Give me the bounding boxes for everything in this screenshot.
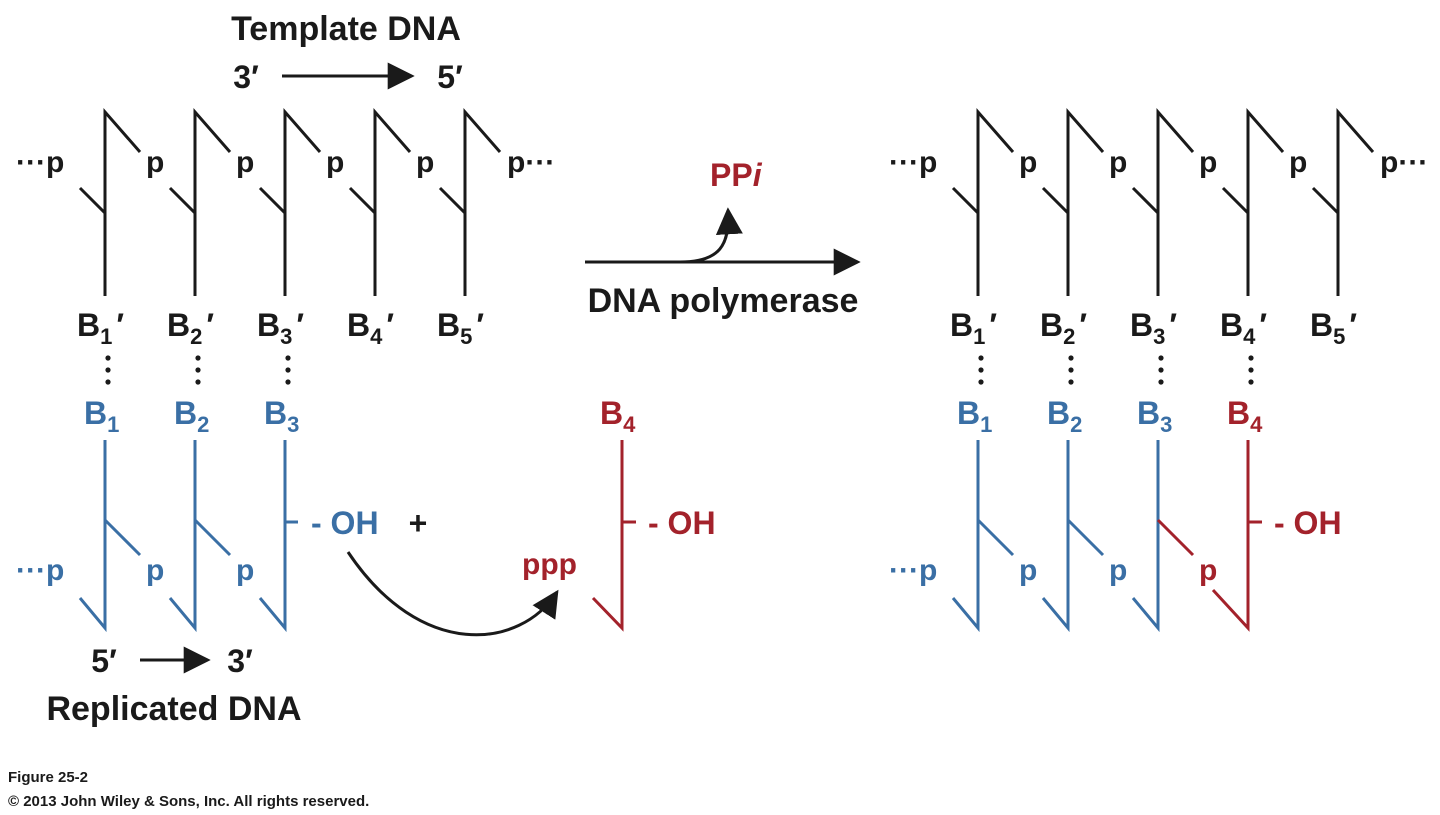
incoming-base-label: B4 [600,395,636,437]
added-nucleotide-backbone [1211,440,1250,632]
primer-nucleotide-backbone [258,440,287,633]
replicated-phosphates-right: ···p p p p - OH [889,505,1342,587]
template-base-label: B5′ [437,307,484,349]
template-phosphate: p [1019,146,1037,179]
replicated-bases-left: B1 B2 B3 [84,395,299,437]
template-base-label: B3′ [257,307,304,349]
copyright-notice: © 2013 John Wiley & Sons, Inc. All right… [8,793,369,810]
template-base-label: B2′ [1040,307,1087,349]
template-nucleotide-backbone [1041,108,1105,217]
replicated-direction-start: 5′ [91,643,117,679]
incoming-nucleotide [591,440,636,632]
primer-phosphate: p [236,554,254,587]
primer-base-label: B1 [957,395,992,437]
template-nucleotide-backbone [1131,108,1195,217]
primer-3prime-oh: - OH [311,505,379,541]
template-nucleotide-backbone [258,108,322,217]
template-strand-left [78,108,502,296]
template-phosphates-right: ···p p p p p p··· [889,146,1428,179]
primer-phosphate: p [1019,554,1037,587]
primer-base-label: B3 [264,395,299,437]
template-nucleotide-backbone [168,108,232,217]
nucleophilic-attack-arrow [346,551,559,637]
incoming-triphosphate: ppp [522,548,577,581]
template-bases-left: B1′ B2′ B3′ B4′ B5′ [77,307,484,349]
primer-left-end: ···p [16,554,64,587]
primer-nucleotide-backbone [951,440,980,633]
template-direction-end: 5′ [437,59,463,95]
added-3prime-oh: - OH [1274,505,1342,541]
primer-nucleotide-backbone [1041,440,1070,633]
template-base-label: B2′ [167,307,214,349]
template-phosphate: p [326,146,344,179]
replicated-strand-right-blue [951,440,1160,633]
template-nucleotide-backbone [438,108,502,217]
pyrophosphate-release-arrow [679,207,743,264]
template-direction-start: 3′ [233,59,259,95]
template-nucleotide-backbone [1311,108,1375,217]
primer-left-end: ···p [889,554,937,587]
template-phosphate: p [146,146,164,179]
primer-nucleotide-backbone [976,518,1015,557]
primer-base-label: B2 [1047,395,1082,437]
primer-nucleotide-backbone [103,518,142,557]
incoming-backbone [591,440,624,632]
dna-polymerase-label: DNA polymerase [588,282,859,320]
primer-base-label: B3 [1137,395,1172,437]
template-left-end: ···p [16,146,64,179]
template-phosphate: p [416,146,434,179]
primer-phosphate: p [146,554,164,587]
primer-base-label: B2 [174,395,209,437]
replicated-phosphates-left: ···p p p - OH [16,505,379,587]
replicated-bases-right: B1 B2 B3 B4 [957,395,1263,437]
primer-phosphate: p [1109,554,1127,587]
primer-base-label: B1 [84,395,119,437]
pyrophosphate-label: PPi [710,157,763,193]
primer-nucleotide-backbone [78,440,107,633]
new-phosphate: p [1199,554,1217,587]
figure-number: Figure 25-2 [8,769,88,786]
template-right-end: p··· [1380,146,1428,179]
replicated-direction-end: 3′ [227,643,253,679]
base-pairing-dots-left [105,355,291,385]
template-phosphate: p [1199,146,1217,179]
incoming-3prime-oh: - OH [648,505,716,541]
template-bases-right: B1′ B2′ B3′ B4′ B5′ [950,307,1357,349]
template-base-label: B1′ [950,307,997,349]
template-phosphate: p [236,146,254,179]
replicated-dna-title: Replicated DNA [46,690,301,728]
template-phosphate: p [1109,146,1127,179]
template-right-end: p··· [507,146,555,179]
template-left-end: ···p [889,146,937,179]
template-phosphates-left: ···p p p p p p··· [16,146,555,179]
added-base-label: B4 [1227,395,1263,437]
template-nucleotide-backbone [1221,108,1285,217]
replicated-strand-left [78,440,298,633]
template-base-label: B3′ [1130,307,1177,349]
new-phosphodiester-bond [1156,518,1195,557]
primer-nucleotide-backbone [193,518,232,557]
template-nucleotide-backbone [78,108,142,217]
primer-nucleotide-backbone [1131,440,1160,633]
template-nucleotide-backbone [951,108,1015,217]
primer-nucleotide-backbone [168,440,197,633]
template-strand-right [951,108,1375,296]
template-base-label: B4′ [1220,307,1267,349]
template-nucleotide-backbone [348,108,412,217]
template-base-label: B1′ [77,307,124,349]
template-dna-title: Template DNA [231,10,461,48]
replicated-strand-right-red [1156,440,1262,632]
base-pairing-dots-right [978,355,1254,385]
template-phosphate: p [1289,146,1307,179]
template-base-label: B5′ [1310,307,1357,349]
plus-sign: + [409,505,428,541]
template-base-label: B4′ [347,307,394,349]
primer-nucleotide-backbone [1066,518,1105,557]
